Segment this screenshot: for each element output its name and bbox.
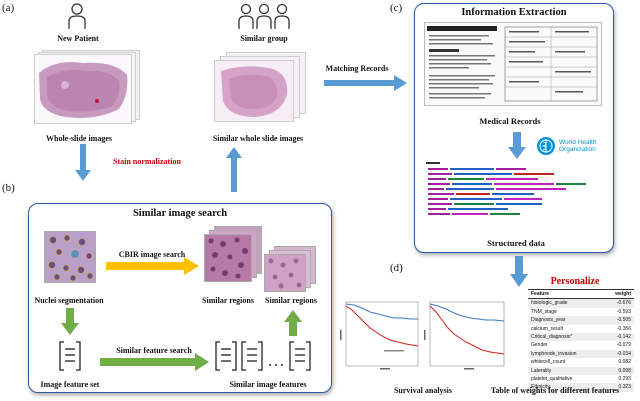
stain-normalization-label: Stain normalization [113,157,181,166]
survival-plot-1 [340,301,419,370]
feature-cell: TNM_stage [531,308,557,315]
information-extraction-title: Information Extraction [461,7,567,18]
survival-analysis-label: Survival analysis [393,386,452,395]
panel-label-b: (b) [2,182,15,194]
weight-cell: -0.676 [602,298,634,308]
table-row: calcium_result -0.356 [528,325,634,333]
structured-data-label: Structured data [487,238,545,248]
panel-label-a: (a) [2,2,15,14]
similar-group-label: Similar group [240,34,288,43]
structured-data-text [424,160,600,224]
up-arrow-features [284,310,302,336]
weight-cell: -0.034 [602,349,634,359]
similar-whole-slide-stack [214,52,306,122]
feature-cell: Critical_diagnosis* [528,333,603,342]
right-arrow-matching [324,75,407,91]
feature-cell: Ethnicity [528,383,603,392]
whole-slide-label: Whole-slide images [46,134,112,143]
similar-slide-tissue [221,66,288,117]
who-name-line-1: World Health [559,139,597,146]
weight-cell: -0.356 [616,325,631,332]
similar-regions-label-2: Similar regions [265,296,317,305]
similar-whole-slide-label: Similar whole slide images [212,134,304,143]
medical-records-label: Medical Records [479,116,541,126]
person-icon [68,3,86,29]
weight-cell: 0.323 [602,383,634,392]
table-row: whitecell_count 0.082 [528,358,634,366]
weight-cell: -0.079 [616,342,631,349]
down-arrow-stain [75,144,91,181]
whole-slide-image-stack [34,50,140,124]
similar-regions-stack-2 [264,246,318,292]
table-row: Gender -0.079 [528,341,634,349]
medical-record-document [424,22,602,106]
col-weight-header: weight [602,288,634,300]
matching-records-label: Matching Records [325,64,389,73]
right-arrow-cbir [106,257,199,275]
similar-image-features-label: Similar image features [229,380,307,389]
feature-cell: lymphnode_invasion [528,349,603,359]
whole-slide-tissue [39,62,128,118]
feature-cell: Laterality [528,366,603,376]
weight-cell: -0.142 [602,333,634,342]
feature-set-vector-icon [59,341,81,371]
down-arrow-extraction [508,132,526,159]
weights-table-caption: Table of weights for different features [490,386,620,395]
who-name: World Health Organization [559,139,596,153]
cbir-label: CBIR image search [118,250,186,259]
up-arrow-search [226,147,242,192]
panel-label-d: (d) [390,262,403,274]
down-arrow-personalize [510,256,528,287]
weight-cell: 0.293 [618,376,631,383]
feature-cell: platelet_qualitative [531,376,573,383]
weight-cell: 0.098 [602,366,634,376]
who-name-line-2: Organization [559,146,596,153]
personalize-title: Personalize [550,276,600,287]
table-row: platelet_qualitative 0.293 [528,375,634,383]
table-row: TNM_stage -0.593 [528,308,634,316]
weight-cell: -0.593 [616,308,631,315]
weights-table-header: Feature weight [528,288,634,300]
weight-cell: -0.505 [602,316,634,325]
table-row: histologic_grade-0.676 [528,298,634,308]
image-feature-set-label: Image feature set [40,380,100,389]
feature-cell: Diagnosis_year [528,316,603,325]
panel-label-c: (c) [390,2,403,14]
nuclei-segmentation-image [44,231,96,283]
similar-regions-stack-1 [204,226,264,284]
table-row: Critical_diagnosis*-0.142 [528,333,634,342]
survival-plot-2 [424,301,505,370]
feature-cell: calcium_result [531,325,563,332]
new-patient-label: New Patient [57,34,99,43]
feature-cell: Gender [531,342,548,349]
table-row: lymphnode_invasion-0.034 [528,349,634,359]
col-feature-header: Feature [528,288,603,300]
nuclei-segmentation-label: Nuclei segmentation [34,296,104,305]
who-emblem-icon [537,137,555,155]
group-icon [238,3,290,29]
similar-feature-search-label: Similar feature search [116,346,192,355]
feature-cell: histologic_grade [528,298,603,308]
similar-regions-label-1: Similar regions [202,296,254,305]
similar-image-search-title: Similar image search [132,208,228,219]
weight-cell: 0.082 [618,359,631,366]
table-row: Diagnosis_year-0.505 [528,316,634,325]
similar-feature-vectors-icon [215,341,311,371]
feature-cell: whitecell_count [531,359,566,366]
down-arrow-features [61,308,79,335]
right-arrow-feature-search [100,353,209,371]
